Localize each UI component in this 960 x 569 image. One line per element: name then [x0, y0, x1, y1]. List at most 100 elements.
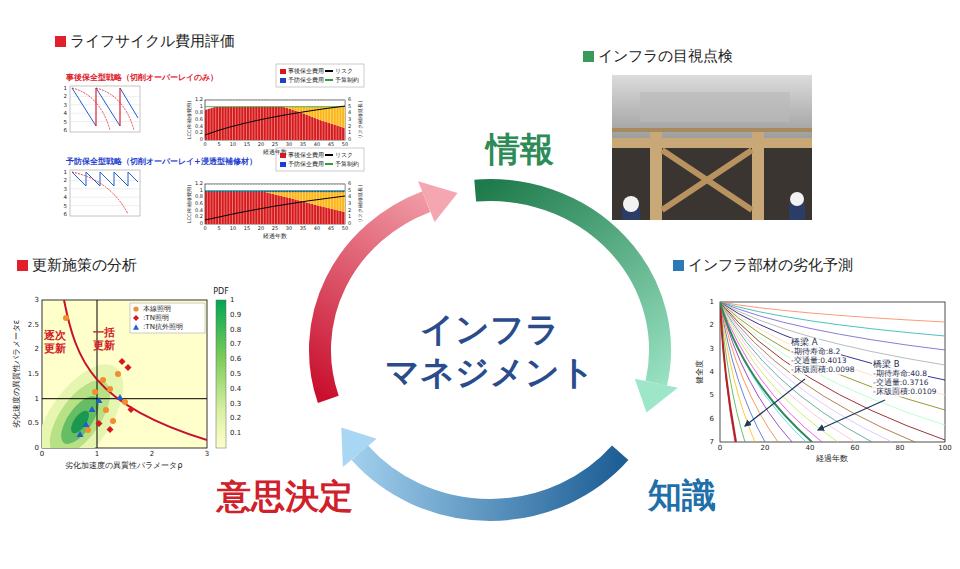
tick-label: 1: [95, 450, 99, 458]
tick-label: 15: [244, 142, 250, 148]
tick-label: 5: [217, 142, 220, 148]
tick-label: 45: [328, 226, 334, 232]
panel-heading: 更新施策の分析: [32, 257, 137, 274]
tick-label: 3: [205, 450, 209, 458]
cycle-label: 知識: [648, 476, 716, 515]
management-cycle-part: [418, 181, 458, 222]
renewal-scatter: [20, 300, 226, 486]
legend-text: 本線照明: [143, 305, 171, 313]
tick-label: 10: [230, 226, 236, 232]
tick-label: 0.5: [230, 370, 241, 378]
tick-label: 1: [710, 298, 714, 306]
tick-label: 50: [342, 226, 348, 232]
axis-title: 劣化加速度の異質性パラメータρ: [65, 461, 182, 470]
renewal-scatter-part: [115, 371, 121, 377]
legend-marker: [133, 315, 139, 321]
tick-label: 3: [35, 296, 39, 304]
tick-label: 0.1: [230, 429, 241, 437]
condition-step-chart-part: [70, 86, 140, 132]
tick-label: 5: [64, 118, 68, 124]
tick-label: 0.9: [230, 311, 241, 319]
deterioration-chart-part: [720, 302, 945, 440]
axis-title: 劣化速度の異質性パラメータε: [12, 320, 21, 428]
tick-label: 0.2: [195, 130, 203, 136]
management-cycle-part: [341, 428, 376, 467]
tick-label: 15: [244, 226, 250, 232]
legend-text: :TN抗外照明: [143, 323, 183, 331]
condition-step-chart-part: [72, 172, 138, 186]
tick-label: 30: [286, 142, 292, 148]
tick-label: 0: [203, 226, 206, 232]
tick-label: 0.2: [230, 414, 241, 422]
tick-label: 1: [200, 104, 203, 110]
tick-label: 25: [272, 142, 278, 148]
legend-swatch: [280, 162, 286, 167]
legend-marker: [133, 306, 139, 312]
legend-marker-shape: [133, 324, 139, 329]
renewal-scatter-part: [63, 315, 128, 433]
inspection-photo-part: [612, 75, 812, 140]
tick-label: 3: [64, 102, 68, 108]
condition-step-chart-part: [70, 170, 140, 216]
axis-title: 経過年数: [816, 454, 848, 463]
bridge-note: -交通量:0.4013: [790, 357, 847, 366]
renewal-scatter-part: [216, 300, 226, 448]
tick-label: 0: [200, 221, 203, 227]
tick-label: 0: [200, 137, 203, 143]
renewal-scatter-part: [96, 397, 103, 403]
renewal-scatter-part: [77, 394, 124, 437]
tick-label: 0.8: [195, 110, 203, 116]
legend-text: 予算制約: [335, 77, 359, 83]
tick-label: 0: [203, 142, 206, 148]
legend-text: 事後保全費用: [288, 152, 324, 158]
tick-label: 20: [258, 226, 264, 232]
deterioration-chart-part: [720, 302, 945, 322]
deterioration-chart-part: [720, 302, 945, 442]
legend-text: 予防保全費用: [288, 161, 324, 167]
tick-label: 35: [300, 226, 306, 232]
condition-step-chart-part: [72, 88, 138, 126]
tick-label: 3: [64, 186, 68, 192]
renewal-scatter-part: [64, 300, 207, 440]
tick-label: 0.4: [195, 124, 203, 130]
tick-label: 5: [64, 202, 68, 208]
lcc-bar-chart-part: [205, 100, 345, 140]
renewal-scatter-part: [83, 421, 90, 427]
tick-label: 2.5: [28, 321, 39, 329]
legend-marker: [133, 324, 139, 330]
tick-label: 6: [710, 415, 714, 423]
renewal-scatter-part: [96, 420, 103, 427]
renewal-scatter-part: [125, 364, 132, 371]
legend-swatch: [280, 153, 286, 158]
lcc-bar-chart-part: [276, 148, 364, 171]
deterioration-chart-part: [720, 302, 872, 442]
renewal-scatter-part: [42, 300, 207, 448]
tick-label: 40: [314, 142, 320, 148]
tick-label: 1: [348, 214, 351, 220]
legend-marker-shape: [133, 306, 138, 311]
tick-label: 0.3: [230, 400, 241, 408]
renewal-scatter-part: [97, 300, 98, 448]
legend-line-sample: [325, 70, 333, 71]
renewal-scatter-part: [130, 303, 205, 333]
tick-label: 10: [230, 142, 236, 148]
renewal-scatter-part: [110, 418, 116, 424]
deterioration-chart-part: [720, 302, 945, 336]
renewal-scatter-part: [92, 389, 98, 395]
bridge-note: -期待寿命:40.8: [872, 370, 928, 379]
panel-heading: インフラ部材の劣化予測: [688, 257, 853, 274]
deterioration-chart-part: [720, 302, 945, 425]
lcc-bar-chart-part: [205, 100, 345, 140]
tick-label: 0: [718, 444, 722, 452]
renewal-scatter-part: [128, 406, 135, 413]
legend-line-sample: [325, 163, 333, 164]
tick-label: 6: [348, 181, 351, 187]
tick-label: 20: [258, 142, 264, 148]
tick-label: 40: [806, 444, 815, 452]
tick-label: 2: [64, 177, 68, 183]
lcc-bar-chart-part: [205, 106, 345, 135]
tick-label: 2: [35, 345, 39, 353]
legend-text: リスク: [335, 68, 353, 74]
tick-label: 1: [64, 169, 68, 175]
management-cycle-part: [360, 453, 620, 510]
